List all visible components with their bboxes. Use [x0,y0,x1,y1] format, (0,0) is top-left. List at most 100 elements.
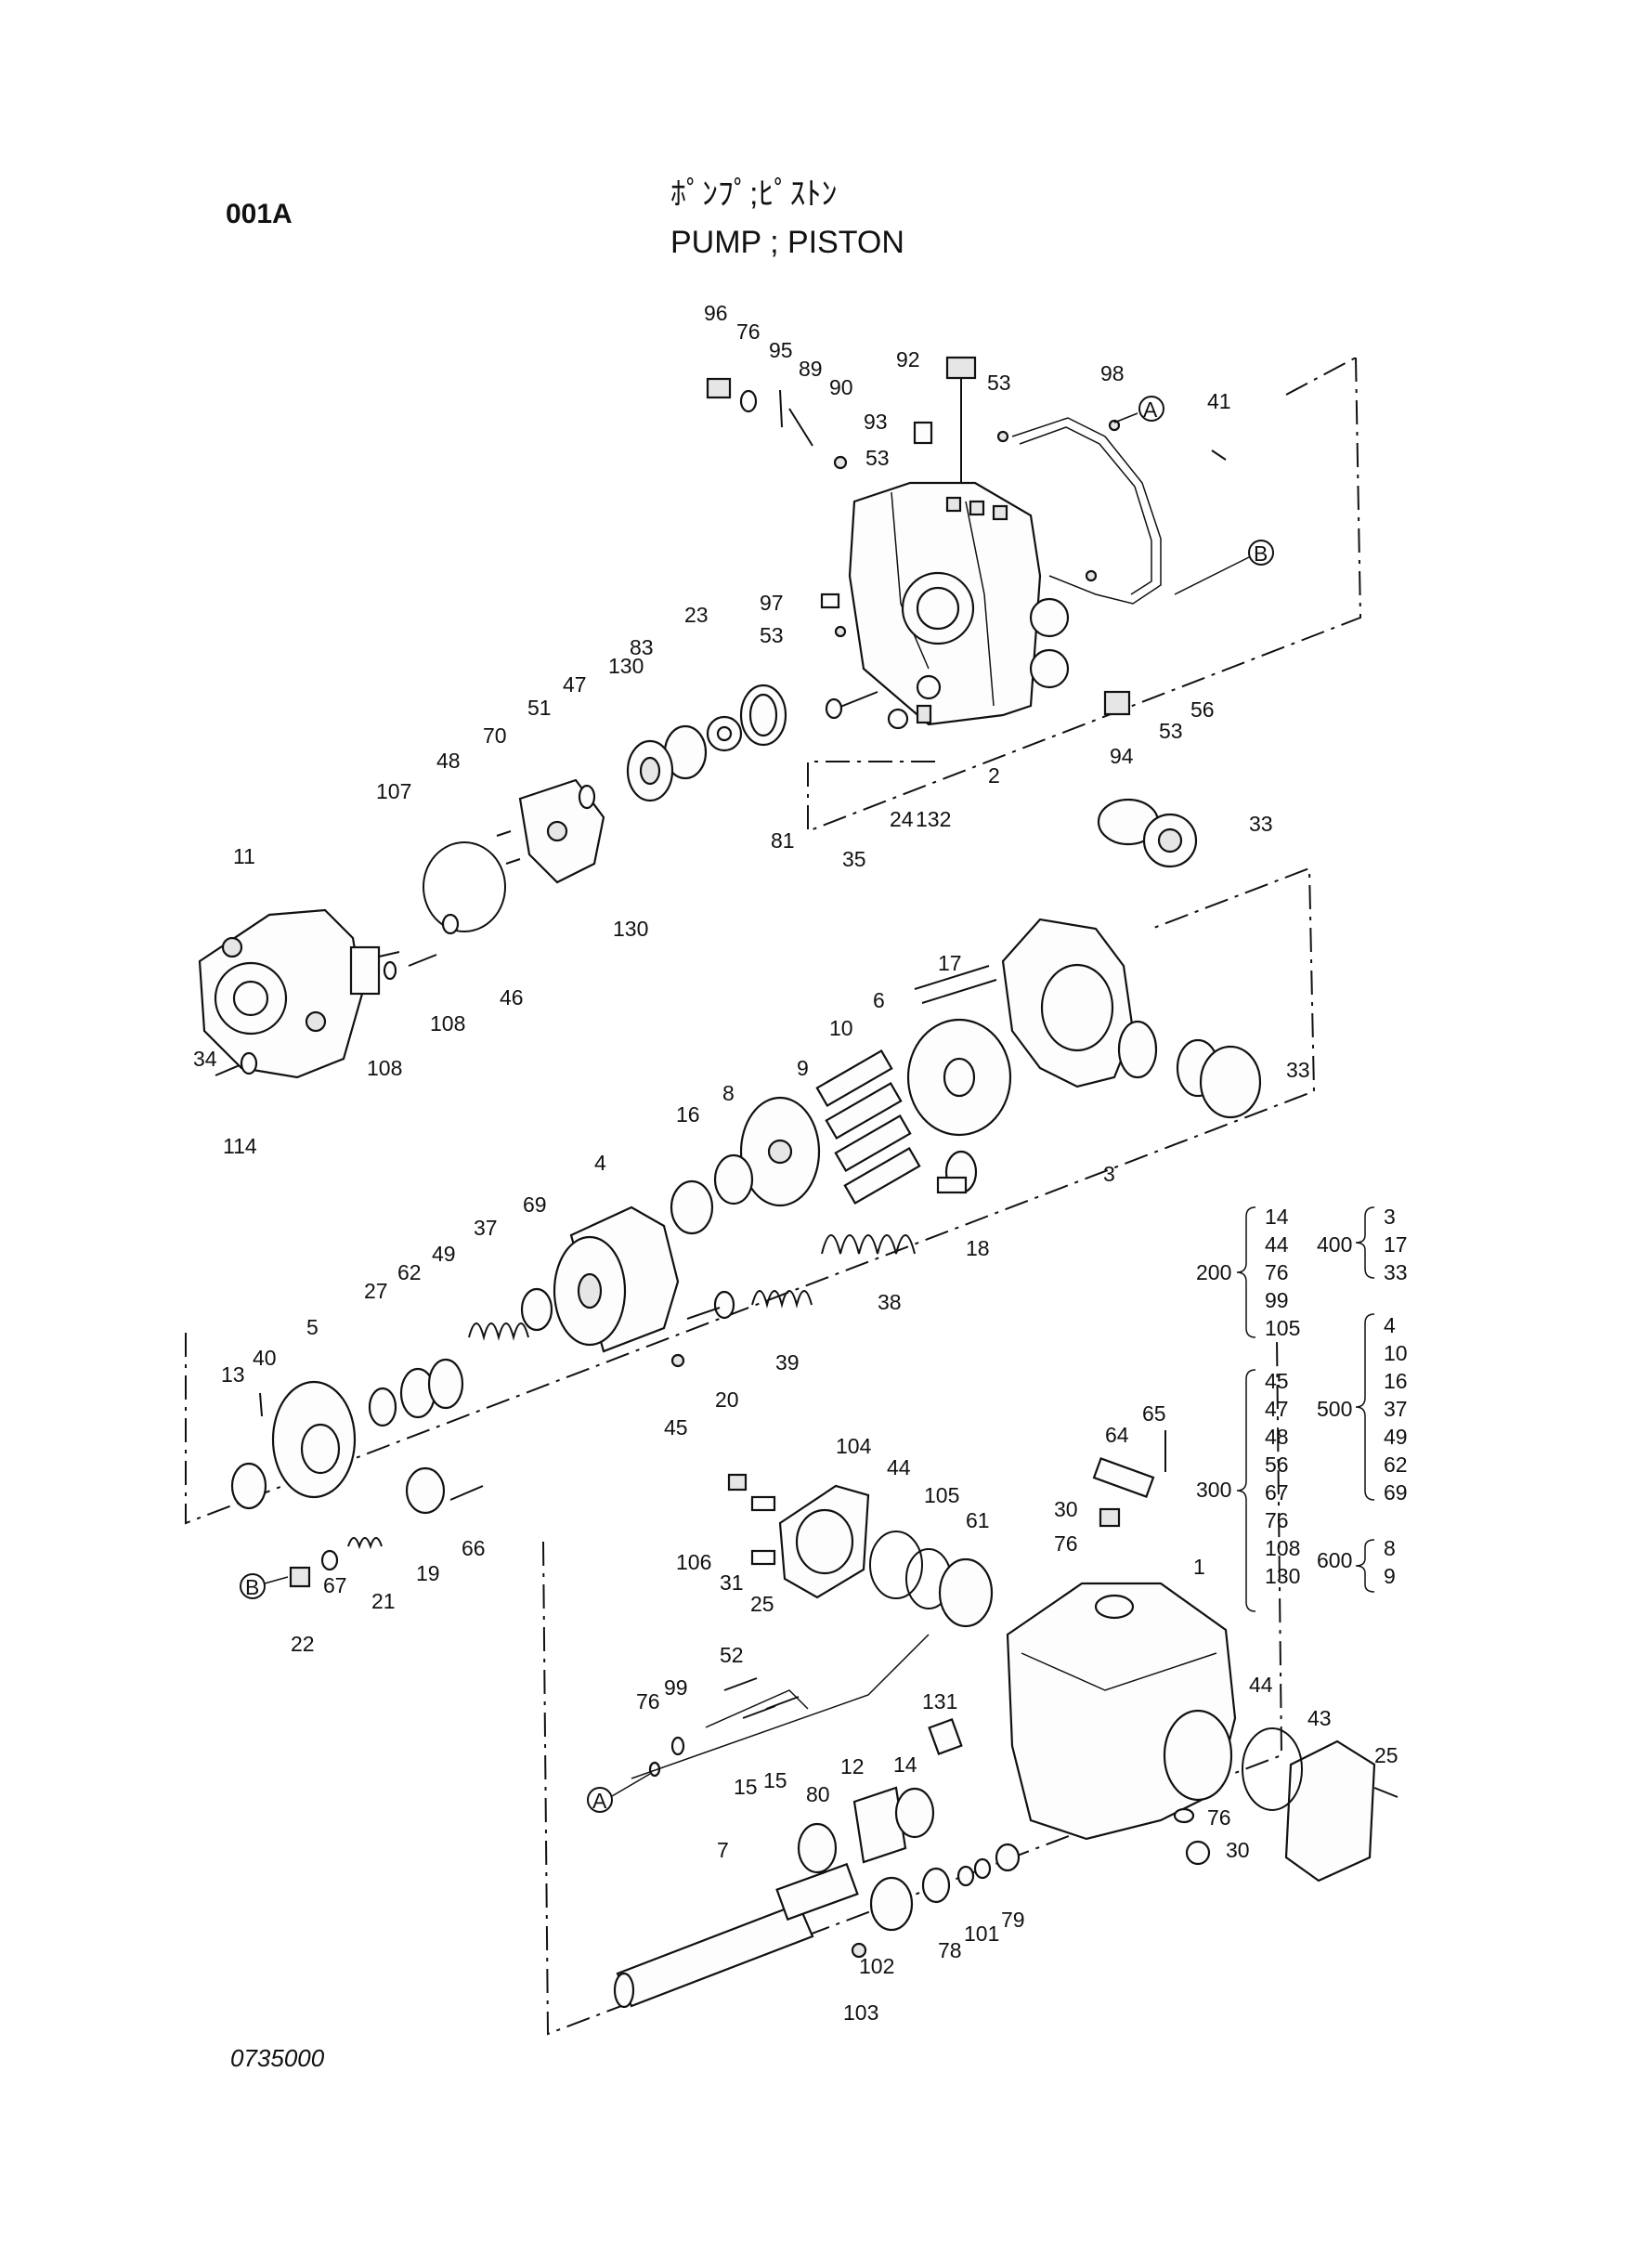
part-label: 66 [462,1536,486,1560]
callout-b-bottom: B [245,1575,259,1599]
group-item: 10 [1384,1341,1408,1365]
group-item: 33 [1384,1260,1408,1284]
part-label: 40 [253,1346,277,1370]
part-label: 53 [987,371,1011,395]
part-label: 99 [664,1675,688,1700]
part-label: 92 [896,347,920,371]
part-label: 11 [233,844,255,868]
part-number-labels: 96 76 95 89 90 92 53 98 41 93 53 97 53 5… [193,301,1398,2025]
group-item: 62 [1384,1453,1408,1477]
part-label: 67 [323,1573,347,1597]
group-item: 9 [1384,1564,1396,1588]
part-label: 24 [890,807,914,831]
part-label: 20 [715,1388,739,1412]
part-label: 81 [771,828,795,853]
part-label: 94 [1110,744,1134,768]
part-label: 51 [527,696,552,720]
part-label: 108 [430,1011,465,1036]
group-boundaries [185,357,1362,2036]
part-label: 45 [664,1415,688,1440]
group-item: 17 [1384,1232,1408,1257]
part-label: 12 [840,1754,865,1778]
part-label: 9 [797,1056,809,1080]
part-label: 15 [763,1768,787,1792]
part-label: 131 [922,1689,957,1713]
casing-assembly [613,1430,1398,2009]
group-item: 4 [1384,1313,1396,1337]
part-label: 76 [1207,1805,1231,1830]
cover-block-assembly [383,356,1227,981]
part-label: 103 [843,2000,878,2025]
part-label: 53 [760,623,784,647]
part-label: 25 [1374,1743,1398,1767]
part-label: 44 [1249,1673,1273,1697]
group-kit-300: 300 45 47 48 56 67 76 108 130 [1196,1369,1300,1612]
part-label: 15 [734,1775,758,1799]
group-item: 76 [1265,1508,1289,1532]
part-label: 27 [364,1279,388,1303]
part-label: 53 [865,446,890,470]
part-label: 105 [924,1483,959,1507]
part-label: 76 [1054,1531,1078,1556]
group-item: 37 [1384,1397,1408,1421]
part-label: 76 [636,1689,660,1713]
part-label: 62 [397,1260,422,1284]
group-id: 200 [1196,1260,1231,1284]
group-kit-200: 200 14 44 76 99 105 [1196,1205,1300,1340]
part-label: 39 [775,1350,800,1375]
part-label: 19 [416,1561,440,1585]
group-item: 3 [1384,1205,1396,1229]
part-label: 97 [760,591,784,615]
part-label: 48 [436,749,461,773]
part-label: 76 [736,319,761,344]
part-label: 1 [1193,1555,1205,1579]
diagram-title-jp: ﾎﾟﾝﾌﾟ;ﾋﾟｽﾄﾝ [670,176,837,212]
group-item: 99 [1265,1288,1289,1312]
part-label: 5 [306,1315,319,1339]
group-id: 600 [1317,1548,1352,1572]
part-label: 104 [836,1434,872,1458]
part-label: 21 [371,1589,396,1613]
part-label: 83 [630,635,654,659]
part-label: 49 [432,1242,456,1266]
group-item: 16 [1384,1369,1408,1393]
part-label: 38 [878,1290,902,1314]
part-label: 69 [523,1192,547,1217]
part-label: 132 [916,807,951,831]
part-label: 56 [1190,697,1215,722]
part-label: 93 [864,410,888,434]
group-item: 45 [1265,1369,1289,1393]
swash-plate-assembly [906,798,1262,1137]
part-label: 34 [193,1047,217,1071]
part-label: 30 [1054,1497,1078,1521]
part-label: 41 [1207,389,1231,413]
part-label: 53 [1159,719,1183,743]
part-label: 65 [1142,1401,1166,1426]
callout-a-top: A [1143,397,1158,422]
part-label: 2 [988,763,1000,788]
part-label: 6 [873,988,885,1012]
part-label: 23 [684,603,709,627]
part-label: 80 [806,1782,830,1806]
part-label: 46 [500,985,524,1010]
group-item: 48 [1265,1425,1289,1449]
part-label: 70 [483,723,507,748]
part-label: 64 [1105,1423,1129,1447]
part-label: 47 [563,672,587,697]
group-kit-400: 400 3 17 33 [1317,1205,1408,1284]
part-label: 37 [474,1216,498,1240]
part-label: 25 [750,1592,774,1616]
group-item: 67 [1265,1480,1289,1505]
part-label: 16 [676,1102,700,1127]
part-label: 3 [1103,1162,1115,1186]
part-label: 43 [1307,1706,1332,1730]
part-label: 17 [938,951,962,975]
group-item: 44 [1265,1232,1289,1257]
group-item: 105 [1265,1316,1300,1340]
part-label: 14 [893,1752,917,1777]
part-label: 102 [859,1954,894,1978]
part-label: 96 [704,301,728,325]
group-item: 108 [1265,1536,1300,1560]
part-label: 114 [223,1134,257,1158]
part-label: 35 [842,847,866,871]
